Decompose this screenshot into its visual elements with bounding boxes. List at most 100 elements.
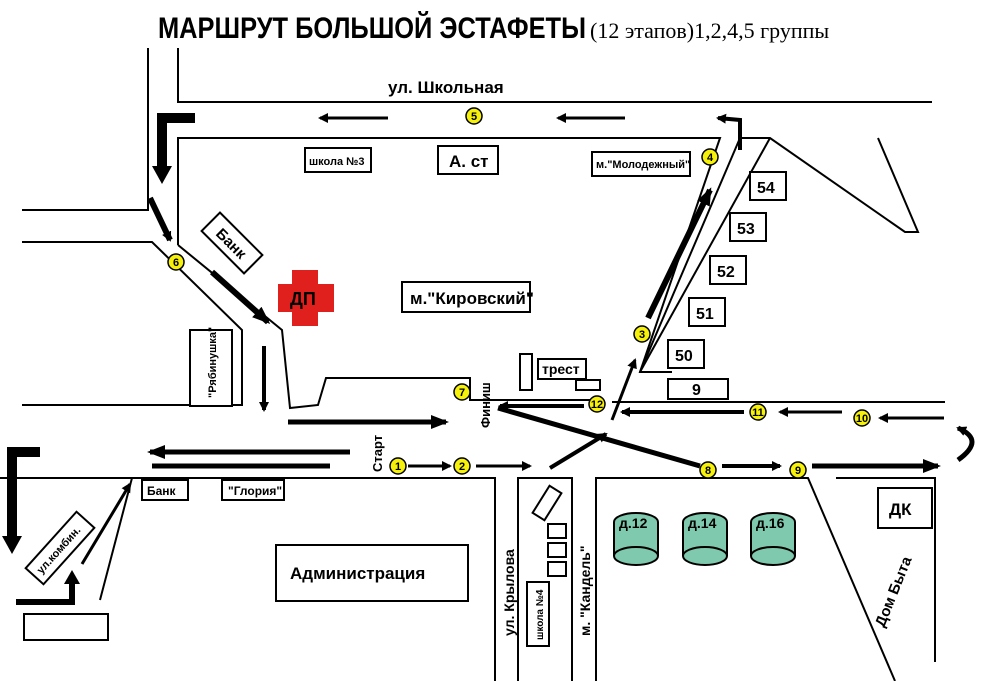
- road-dombyta-east: [836, 477, 936, 662]
- stage-marker-label: 4: [707, 152, 714, 164]
- road-main-south-edge: [0, 477, 496, 681]
- street-krylova-label: ул. Крылова: [501, 549, 517, 636]
- administration-label: Администрация: [290, 564, 425, 583]
- kirovsky-box: [401, 281, 531, 313]
- road-kombin-lower: [99, 477, 133, 601]
- bottom-left-box: [23, 613, 109, 641]
- trest-annex-box: [575, 379, 601, 391]
- stage-marker-9: 9: [789, 461, 807, 479]
- start-label: Старт: [370, 435, 385, 472]
- stage-marker-label: 12: [591, 399, 603, 411]
- stage-marker-label: 10: [856, 413, 868, 425]
- stage-marker-label: 6: [173, 257, 179, 269]
- hospital-label: ДП: [290, 289, 316, 309]
- trest-small-box: [519, 353, 533, 391]
- tank-d12: д.12: [613, 512, 659, 566]
- stage-marker-label: 2: [459, 461, 465, 473]
- road-right-diagonal-east: [740, 137, 920, 233]
- stage-marker-label: 9: [795, 465, 801, 477]
- stage-marker-4: 4: [701, 148, 719, 166]
- route-arrow-bottomleft-l: [7, 447, 40, 540]
- molodezhny-box: [591, 151, 691, 177]
- finish-label: Финиш: [478, 382, 493, 428]
- stage-marker-circle: [453, 457, 471, 475]
- stage-marker-7: 7: [453, 383, 471, 401]
- tank-d14-label: д.14: [688, 515, 717, 531]
- building-50-box: [667, 339, 705, 369]
- small-building-2: [547, 542, 567, 558]
- gloria-label: "Глория": [228, 484, 282, 498]
- road-right-diagonal-west: [639, 137, 741, 373]
- stage-marker-circle: [749, 403, 767, 421]
- stage-marker-label: 11: [752, 407, 764, 419]
- route-arrow-diag-1: [610, 358, 637, 421]
- stage-marker-3: 3: [633, 325, 651, 343]
- stage-marker-1: 1: [389, 457, 407, 475]
- administration-box: [275, 544, 469, 602]
- road-shkolnaya-north-edge: [177, 48, 932, 103]
- stage-marker-circle: [701, 148, 719, 166]
- road-diagonal-bank-west: [22, 241, 243, 406]
- route-arrow-diag-finish-8: [497, 405, 701, 469]
- bank-top-box: [200, 211, 264, 275]
- molodezhny-label: м."Молодежный": [596, 159, 690, 171]
- stage-marker-6: 6: [167, 253, 185, 271]
- route-arrow-kombin-up: [80, 482, 132, 565]
- road-left-vertical-edge: [22, 48, 149, 211]
- stage-marker-10: 10: [853, 409, 871, 427]
- hospital-cross-icon: [278, 270, 334, 326]
- route-arrow-bottomleft-head: [2, 536, 22, 554]
- small-building-1: [547, 523, 567, 539]
- building-54-box: [749, 171, 787, 201]
- tank-d16: д.16: [750, 512, 796, 566]
- stage-marker-circle: [588, 395, 606, 413]
- krylova-building-box: [531, 484, 563, 522]
- bank-bottom-label: Банк: [147, 484, 177, 498]
- stage-marker-11: 11: [749, 403, 767, 421]
- stage-marker-circle: [389, 457, 407, 475]
- stage-marker-12: 12: [588, 395, 606, 413]
- road-diagonal-bank-east: [177, 244, 600, 410]
- building-52-label: 52: [717, 264, 735, 281]
- route-arrows: [2, 113, 975, 605]
- map-subtitle: (12 этапов)1,2,4,5 группы: [590, 18, 829, 43]
- road-krylova-east: [517, 477, 573, 681]
- stage-marker-label: 3: [639, 329, 645, 341]
- bank-bottom-box: [141, 479, 189, 501]
- building-9-box: [667, 378, 729, 400]
- kirovsky-label: м."Кировский": [410, 289, 534, 308]
- stage-marker-circle: [789, 461, 807, 479]
- street-dom-byta-label: Дом Быта: [872, 554, 916, 630]
- route-arrow-bend-4-5: [716, 113, 742, 150]
- building-50-label: 50: [675, 348, 693, 365]
- ryabinushka-label: "Рябинушка": [207, 327, 219, 398]
- stage-marker-circle: [699, 461, 717, 479]
- building-51-box: [688, 297, 726, 327]
- stage-marker-label: 5: [471, 111, 477, 123]
- school-3-box: [304, 147, 372, 173]
- school-3-label: школа №3: [309, 156, 365, 168]
- trest-box: [537, 358, 587, 380]
- dk-label: ДК: [889, 500, 912, 519]
- trest-label: трест: [542, 361, 580, 377]
- stage-marker-label: 7: [459, 387, 465, 399]
- map-title: МАРШРУТ БОЛЬШОЙ ЭСТАФЕТЫ: [158, 11, 586, 45]
- route-arrow-stage6-2: [210, 269, 271, 325]
- kombin-street-box: [24, 510, 96, 586]
- stage-marker-5: 5: [465, 107, 483, 125]
- stage-marker-circle: [453, 383, 471, 401]
- dk-box: [877, 487, 933, 529]
- route-arrow-diag-2: [645, 187, 713, 320]
- stage-marker-circle: [853, 409, 871, 427]
- route-arrow-bottomleft-uphead: [64, 570, 80, 584]
- route-arrow-topleft-head: [152, 166, 172, 184]
- tank-d14: д.14: [682, 512, 728, 566]
- route-arrow-to-junction: [548, 432, 608, 470]
- building-9-label: 9: [692, 382, 701, 399]
- ryabinushka-box: [189, 329, 233, 407]
- school-4-box: [526, 581, 550, 647]
- building-53-box: [729, 212, 767, 242]
- stage-marker-circle: [465, 107, 483, 125]
- stage-marker-circle: [167, 253, 185, 271]
